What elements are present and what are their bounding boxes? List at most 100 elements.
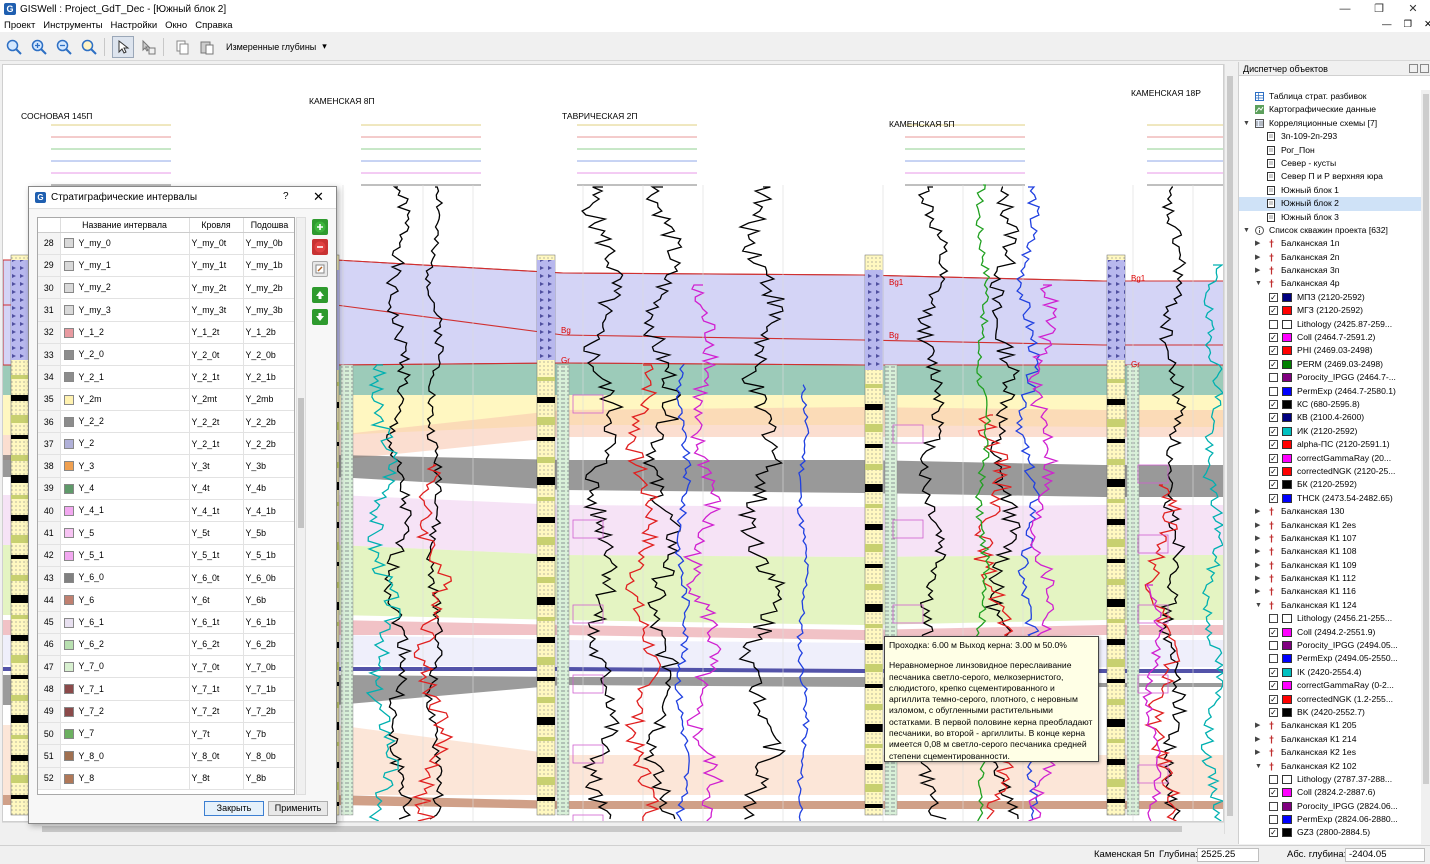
child-minimize-button[interactable]: — xyxy=(1382,19,1392,30)
interval-top-cell[interactable]: Y_6_2t xyxy=(189,633,244,657)
collapse-arrow-icon[interactable]: ▶ xyxy=(1255,267,1261,275)
interval-top-cell[interactable]: Y_7_2t xyxy=(189,700,244,724)
tree-item[interactable]: ✓GZ3 (2800-2884.5) xyxy=(1239,826,1421,839)
canvas-horizontal-scrollbar[interactable] xyxy=(2,822,1224,834)
collapse-arrow-icon[interactable]: ▶ xyxy=(1255,548,1261,556)
interval-top-cell[interactable]: Y_4t xyxy=(189,477,244,501)
expand-arrow-icon[interactable]: ▼ xyxy=(1243,119,1250,127)
interval-color-swatch[interactable] xyxy=(63,550,74,561)
menu-window[interactable]: Окно xyxy=(165,19,188,31)
collapse-arrow-icon[interactable]: ▶ xyxy=(1255,735,1261,743)
interval-name-cell[interactable]: Y_my_1 xyxy=(60,254,190,278)
tree-item[interactable]: Lithology (2425.87-259... xyxy=(1239,318,1421,331)
scroll-thumb[interactable] xyxy=(1423,94,1429,784)
interval-name-cell[interactable]: Y_7_1 xyxy=(60,677,190,701)
panel-close-button[interactable] xyxy=(1420,64,1429,73)
collapse-arrow-icon[interactable]: ▶ xyxy=(1255,575,1261,583)
interval-top-cell[interactable]: Y_7t xyxy=(189,722,244,746)
edit-interval-button[interactable] xyxy=(312,261,328,277)
interval-color-swatch[interactable] xyxy=(63,506,74,517)
tree-item[interactable]: ✓correctedNGK (1.2-255... xyxy=(1239,693,1421,706)
tree-item[interactable]: ▶Балканская К2 1es xyxy=(1239,746,1421,759)
tree-item[interactable]: ▶Балканская 130 xyxy=(1239,505,1421,518)
column-header-top[interactable]: Кровля xyxy=(189,218,244,233)
interval-name-cell[interactable]: Y_3 xyxy=(60,454,190,478)
interval-bottom-cell[interactable]: Y_4_1b xyxy=(243,499,294,523)
tree-item[interactable]: Южный блок 3 xyxy=(1239,211,1421,224)
interval-name-cell[interactable]: Y_6_2 xyxy=(60,633,190,657)
interval-top-cell[interactable]: Y_my_0t xyxy=(189,232,244,255)
interval-bottom-cell[interactable]: Y_3b xyxy=(243,454,294,478)
interval-bottom-cell[interactable]: Y_2mb xyxy=(243,388,294,411)
visibility-checkbox[interactable]: ✓ xyxy=(1269,694,1278,704)
panel-scrollbar[interactable] xyxy=(1421,90,1430,844)
interval-color-swatch[interactable] xyxy=(63,572,74,583)
interval-name-cell[interactable]: Y_5 xyxy=(60,521,190,545)
interval-bottom-cell[interactable]: Y_7_2b xyxy=(243,700,294,724)
visibility-checkbox[interactable]: ✓ xyxy=(1269,681,1278,691)
tree-item[interactable]: ✓БК (2120-2592) xyxy=(1239,478,1421,491)
menu-settings[interactable]: Настройки xyxy=(110,19,158,31)
visibility-checkbox[interactable]: ✓ xyxy=(1269,788,1278,798)
interval-top-cell[interactable]: Y_7_1t xyxy=(189,677,244,701)
visibility-checkbox[interactable] xyxy=(1269,373,1278,383)
collapse-arrow-icon[interactable]: ▶ xyxy=(1255,508,1261,516)
well-name-sosnovaya-145p[interactable]: СОСНОВАЯ 145П xyxy=(21,111,92,121)
tree-item[interactable]: Lithology (2787.37-288... xyxy=(1239,773,1421,786)
menu-help[interactable]: Справка xyxy=(195,19,233,31)
tree-item[interactable]: ✓correctGammaRay (0-2... xyxy=(1239,679,1421,692)
interval-top-cell[interactable]: Y_1_2t xyxy=(189,321,244,344)
tree-item[interactable]: ▼Список скважин проекта [632] xyxy=(1239,224,1421,237)
scroll-thumb[interactable] xyxy=(1227,76,1233,816)
tree-item[interactable]: ✓КВ (2100.4-2600) xyxy=(1239,411,1421,424)
tree-item[interactable]: ✓alpha-ПС (2120-2591.1) xyxy=(1239,438,1421,451)
tree-item[interactable]: ✓Coll (2824.2-2887.6) xyxy=(1239,786,1421,799)
interval-bottom-cell[interactable]: Y_7b xyxy=(243,722,294,746)
zoom-fit-button[interactable] xyxy=(3,36,25,58)
interval-color-swatch[interactable] xyxy=(63,706,74,717)
collapse-arrow-icon[interactable]: ▶ xyxy=(1255,588,1261,596)
column-header-name[interactable]: Название интервала xyxy=(60,218,190,233)
interval-top-cell[interactable]: Y_8t xyxy=(189,767,244,790)
interval-name-cell[interactable]: Y_7 xyxy=(60,722,190,746)
tree-item[interactable]: ▶Балканская 2п xyxy=(1239,251,1421,264)
interval-color-swatch[interactable] xyxy=(63,483,74,494)
interval-color-swatch[interactable] xyxy=(63,461,74,472)
tree-item[interactable]: ▶Балканская К1 2es xyxy=(1239,519,1421,532)
move-up-button[interactable] xyxy=(312,287,328,303)
collapse-arrow-icon[interactable]: ▶ xyxy=(1255,240,1261,248)
interval-color-swatch[interactable] xyxy=(63,751,74,762)
visibility-checkbox[interactable]: ✓ xyxy=(1269,493,1278,503)
tree-item[interactable]: Рог_Пон xyxy=(1239,144,1421,157)
interval-color-swatch[interactable] xyxy=(63,639,74,650)
visibility-checkbox[interactable]: ✓ xyxy=(1269,627,1278,637)
tree-item[interactable]: ▶Балканская К1 116 xyxy=(1239,585,1421,598)
interval-color-swatch[interactable] xyxy=(63,684,74,695)
interval-name-cell[interactable]: Y_6_0 xyxy=(60,566,190,590)
interval-bottom-cell[interactable]: Y_6_1b xyxy=(243,611,294,634)
tree-item[interactable]: ✓correctGammaRay (20... xyxy=(1239,452,1421,465)
interval-top-cell[interactable]: Y_6_0t xyxy=(189,566,244,590)
interval-top-cell[interactable]: Y_2_1t xyxy=(189,365,244,389)
interval-bottom-cell[interactable]: Y_1_2b xyxy=(243,321,294,344)
interval-top-cell[interactable]: Y_6t xyxy=(189,588,244,612)
tree-item[interactable]: Porocity_IPGG (2824.06... xyxy=(1239,800,1421,813)
expand-arrow-icon[interactable]: ▼ xyxy=(1255,762,1262,770)
depth-mode-select[interactable]: Измеренные глубины ▾ xyxy=(226,41,327,52)
interval-color-swatch[interactable] xyxy=(63,595,74,606)
tree-item[interactable]: Porocity_IPGG (2494.05... xyxy=(1239,639,1421,652)
pointer-tool-button[interactable] xyxy=(112,35,134,58)
interval-color-swatch[interactable] xyxy=(63,439,74,450)
interval-bottom-cell[interactable]: Y_my_0b xyxy=(243,232,294,255)
interval-top-cell[interactable]: Y_2mt xyxy=(189,388,244,411)
interval-color-swatch[interactable] xyxy=(63,238,74,249)
scroll-thumb[interactable] xyxy=(298,398,304,528)
